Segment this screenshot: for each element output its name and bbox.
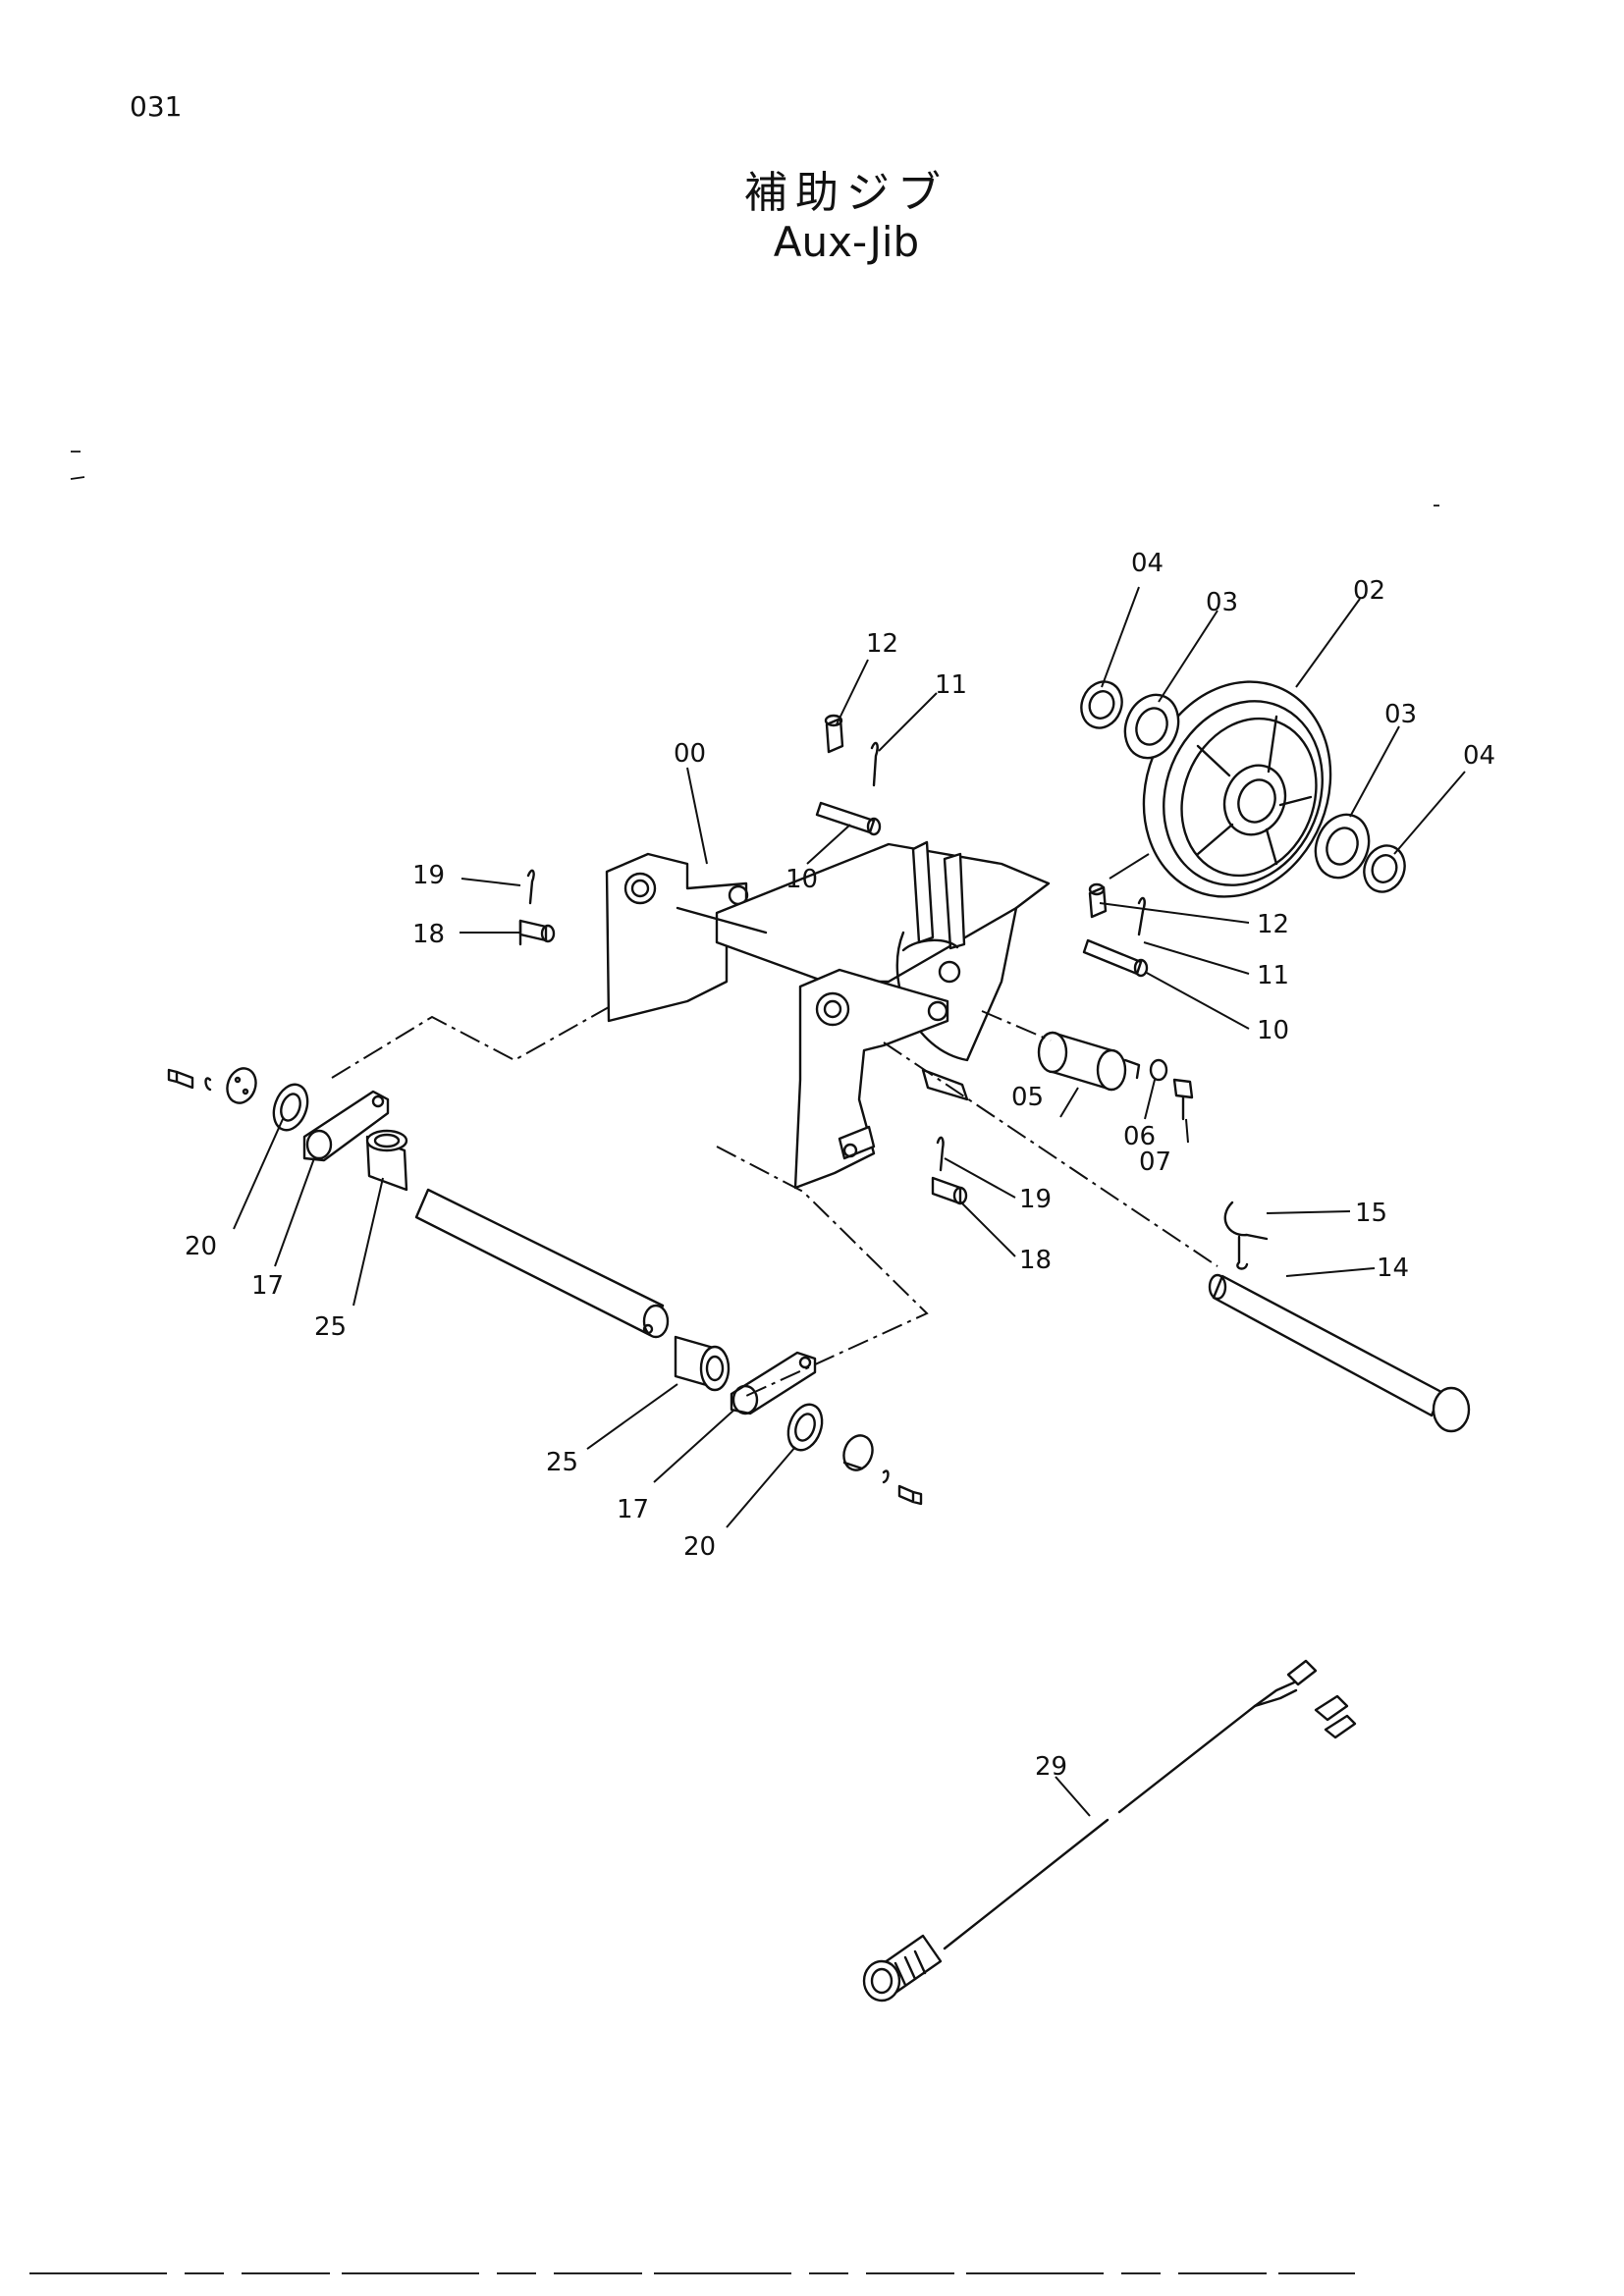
callout-25: 25 [314, 1312, 347, 1342]
clip-15 [1223, 1201, 1269, 1270]
sheave-part [1142, 680, 1332, 898]
callout-18: 18 [412, 920, 445, 949]
callout-11: 11 [1257, 961, 1289, 990]
end-cap-left [167, 1067, 257, 1104]
pin-18-lower [931, 1176, 968, 1205]
callout-03: 03 [1384, 700, 1417, 729]
pin-12-right [1088, 882, 1108, 919]
centerline-pin [883, 1041, 1218, 1267]
jib-frame-part [605, 840, 1051, 1190]
callout-12: 12 [1257, 910, 1289, 939]
callout-14: 14 [1377, 1254, 1409, 1283]
pin-10-upper [815, 801, 882, 836]
spacer-right [1363, 844, 1406, 893]
pin-12-upper [824, 714, 844, 754]
spacer-left [1080, 680, 1123, 729]
bolt-07 [1172, 1078, 1194, 1121]
callout-18: 18 [1019, 1246, 1052, 1275]
pin-14 [1208, 1273, 1471, 1433]
callout-29: 29 [1035, 1752, 1067, 1782]
callout-19: 19 [1019, 1185, 1052, 1214]
callout-12: 12 [866, 629, 898, 659]
end-cap-right [842, 1434, 923, 1506]
callout-10: 10 [785, 865, 818, 894]
callout-07: 07 [1139, 1148, 1171, 1177]
callout-05: 05 [1011, 1083, 1044, 1112]
roller-05 [1037, 1031, 1141, 1092]
bearing-left [1123, 693, 1180, 760]
centerline-left [331, 1006, 610, 1079]
shaft [414, 1188, 670, 1339]
washer-20-left [272, 1083, 309, 1132]
leader-lines [233, 586, 1466, 1817]
callout-20: 20 [185, 1232, 217, 1261]
callout-10: 10 [1257, 1016, 1289, 1045]
callout-02: 02 [1353, 576, 1385, 606]
pin-18-upper [518, 919, 556, 946]
callout-04: 04 [1463, 741, 1495, 771]
callout-11: 11 [935, 670, 967, 700]
title-block: 補助ジブ Aux-Jib [0, 157, 1624, 275]
pin-19-upper [526, 869, 535, 905]
callout-19: 19 [412, 861, 445, 890]
pin-10-right [1082, 938, 1149, 978]
cotter-11-right [1137, 896, 1146, 936]
callout-06: 06 [1123, 1122, 1156, 1151]
plate-17-left [302, 1090, 390, 1162]
cotter-11-upper [870, 741, 879, 787]
washer-06 [1149, 1058, 1168, 1082]
scan-mark [70, 451, 1439, 507]
bushing-25-left [365, 1129, 408, 1192]
callout-00: 00 [674, 739, 706, 769]
callout-03: 03 [1206, 588, 1238, 617]
centerline-lower [716, 1146, 929, 1397]
bearing-right [1314, 813, 1371, 880]
callout-17: 17 [617, 1495, 649, 1524]
centerline-roller [981, 1010, 1052, 1041]
title-english: Aux-Jib [773, 218, 920, 266]
callout-15: 15 [1355, 1199, 1387, 1228]
bushing-25-right [674, 1335, 731, 1392]
callout-04: 04 [1131, 549, 1164, 578]
callout-25: 25 [546, 1448, 578, 1477]
washer-20-right [786, 1403, 824, 1452]
page-number: 031 [130, 90, 183, 123]
callout-20: 20 [683, 1532, 716, 1562]
cable-harness-29 [862, 1659, 1357, 2002]
callout-labels: 04 03 02 03 04 00 12 11 10 12 11 10 19 1… [185, 549, 1495, 1782]
title-japanese: 補助ジブ [744, 168, 948, 218]
pin-19-lower [936, 1136, 945, 1172]
callout-17: 17 [251, 1271, 284, 1301]
